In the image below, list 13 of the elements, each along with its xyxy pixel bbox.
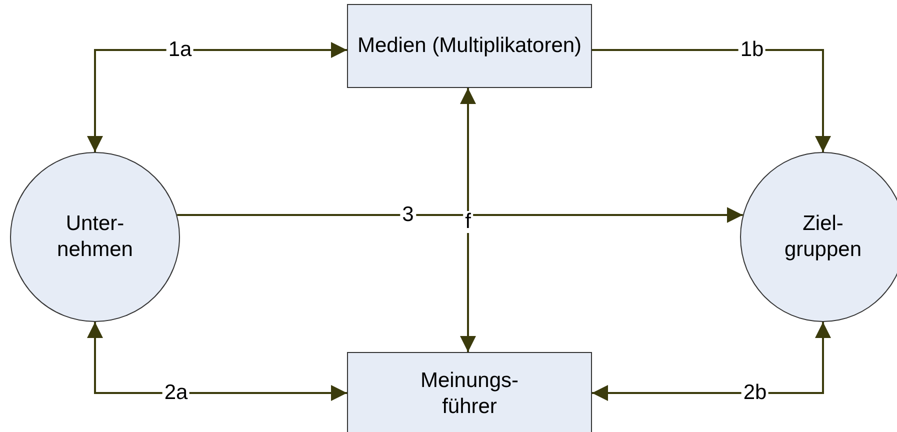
arrow bbox=[177, 207, 743, 223]
process-box bbox=[347, 352, 592, 432]
node-label: Unter- nehmen bbox=[56, 210, 134, 263]
arrow bbox=[460, 88, 476, 352]
node-label: Ziel- gruppen bbox=[783, 210, 863, 263]
arrow bbox=[592, 322, 831, 401]
process-box bbox=[347, 4, 592, 88]
arrow bbox=[87, 42, 347, 152]
node-label: Medien (Multiplikatoren) bbox=[356, 32, 583, 59]
arrow bbox=[592, 49, 831, 152]
node-label: Meinungs- führer bbox=[419, 368, 520, 420]
arrow bbox=[87, 322, 347, 401]
edge-label: f bbox=[463, 211, 473, 233]
